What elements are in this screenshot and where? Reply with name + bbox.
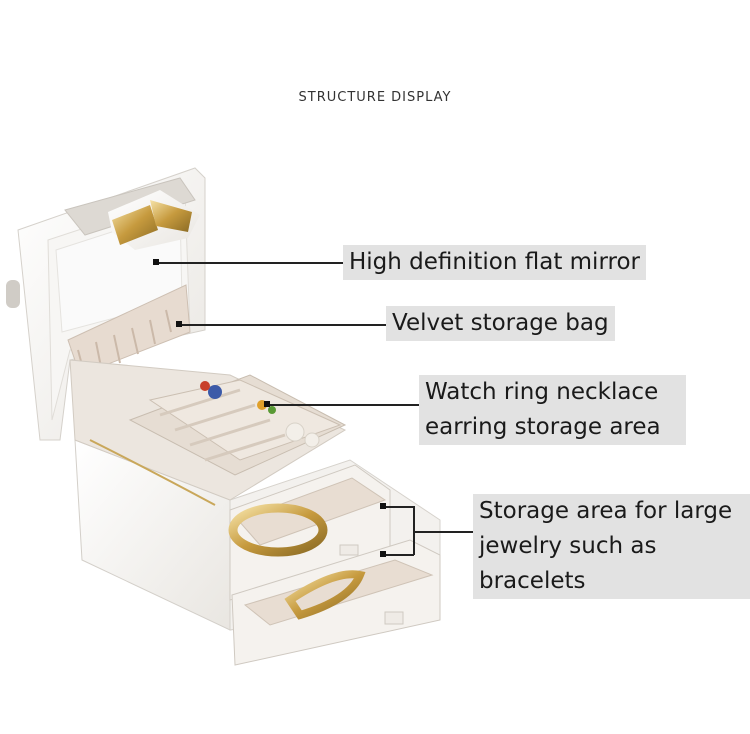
box-body [69,359,441,666]
label-bag-text: Velvet storage bag [392,310,609,336]
label-ring-area-text: Watch ring necklace earring storage area [425,379,661,440]
box-lid [6,167,206,441]
large-dot-1 [380,503,386,509]
label-mirror: High definition flat mirror [343,245,646,280]
mirror-dot [153,259,159,265]
large-leader-mid [414,531,474,533]
large-leader-bottom [384,554,414,556]
label-large-area: Storage area for large jewelry such as b… [473,494,750,599]
label-ring-area: Watch ring necklace earring storage area [419,375,686,445]
mirror-leader [157,262,344,264]
label-bag: Velvet storage bag [386,306,615,341]
bag-dot [176,321,182,327]
label-large-area-text: Storage area for large jewelry such as b… [479,498,733,594]
large-leader-top [384,506,414,508]
ring-leader [268,404,420,406]
bag-leader [180,324,387,326]
large-dot-2 [380,551,386,557]
label-mirror-text: High definition flat mirror [349,249,640,275]
large-leader-vertical [413,506,415,555]
ring-dot [264,401,270,407]
page-title: STRUCTURE DISPLAY [298,90,452,105]
